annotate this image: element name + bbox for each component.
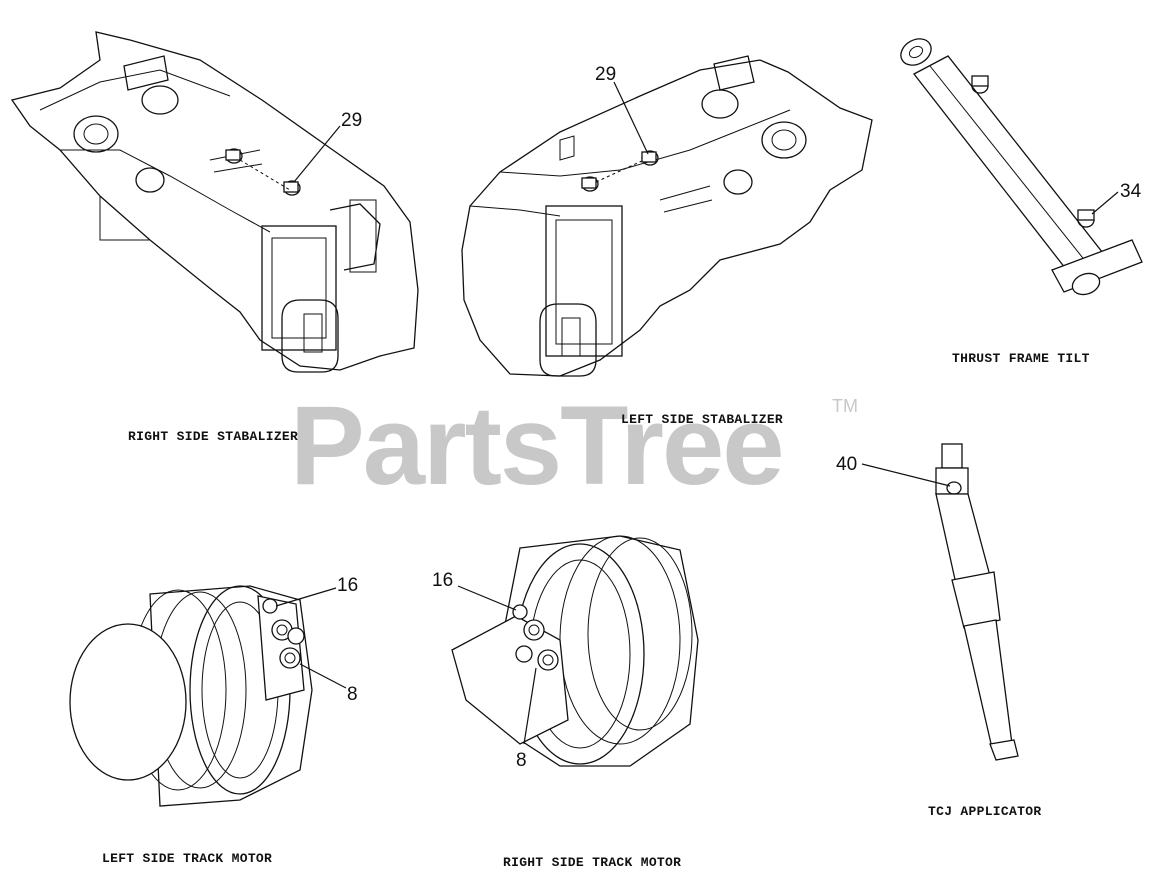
left-side-track-motor-assembly: 16 8 LEFT SIDE TRACK MOTOR	[69, 575, 358, 866]
left-side-stabalizer-assembly: 29 LEFT SIDE STABALIZER	[461, 55, 873, 427]
partstree-watermark: PartsTree TM	[290, 383, 858, 508]
right-track-motor-drawing	[451, 535, 699, 767]
assembly-caption: TCJ APPLICATOR	[928, 804, 1041, 819]
tcj-applicator-drawing	[935, 443, 1019, 761]
right-stabalizer-frame-drawing	[10, 31, 419, 373]
left-track-motor-callout-16: 16	[275, 575, 358, 607]
assembly-caption: RIGHT SIDE STABALIZER	[128, 429, 298, 444]
tcj-applicator-assembly: 40 TCJ APPLICATOR	[836, 443, 1041, 819]
right-stabalizer-callout-29: 29	[293, 110, 362, 183]
tilt-cylinder-drawing	[900, 38, 1143, 296]
assembly-caption: RIGHT SIDE TRACK MOTOR	[503, 855, 681, 870]
left-stabalizer-frame-drawing	[461, 55, 873, 377]
right-track-motor-callout-16: 16	[432, 570, 517, 611]
callout-number: 8	[516, 750, 527, 771]
watermark-trademark: TM	[832, 396, 858, 416]
callout-number: 29	[595, 64, 616, 85]
callout-number: 16	[337, 575, 358, 596]
thrust-frame-callout-34: 34	[1091, 181, 1142, 215]
left-track-motor-callout-8: 8	[299, 663, 358, 705]
callout-number: 29	[341, 110, 362, 131]
callout-number: 40	[836, 454, 857, 475]
right-side-track-motor-assembly: 16 8 RIGHT SIDE TRACK MOTOR	[432, 535, 699, 870]
callout-number: 8	[347, 684, 358, 705]
tcj-callout-40: 40	[836, 454, 951, 487]
assembly-caption: THRUST FRAME TILT	[952, 351, 1090, 366]
watermark-brand: PartsTree	[290, 383, 783, 508]
left-stabalizer-callout-29: 29	[595, 64, 649, 155]
thrust-frame-tilt-assembly: 34 THRUST FRAME TILT	[900, 38, 1143, 366]
assembly-caption: LEFT SIDE TRACK MOTOR	[102, 851, 272, 866]
callout-number: 16	[432, 570, 453, 591]
right-track-motor-callout-8: 8	[516, 667, 537, 771]
callout-number: 34	[1120, 181, 1142, 202]
right-side-stabalizer-assembly: 29 RIGHT SIDE STABALIZER	[10, 31, 419, 444]
left-track-motor-drawing	[69, 585, 313, 807]
assembly-caption: LEFT SIDE STABALIZER	[621, 412, 783, 427]
